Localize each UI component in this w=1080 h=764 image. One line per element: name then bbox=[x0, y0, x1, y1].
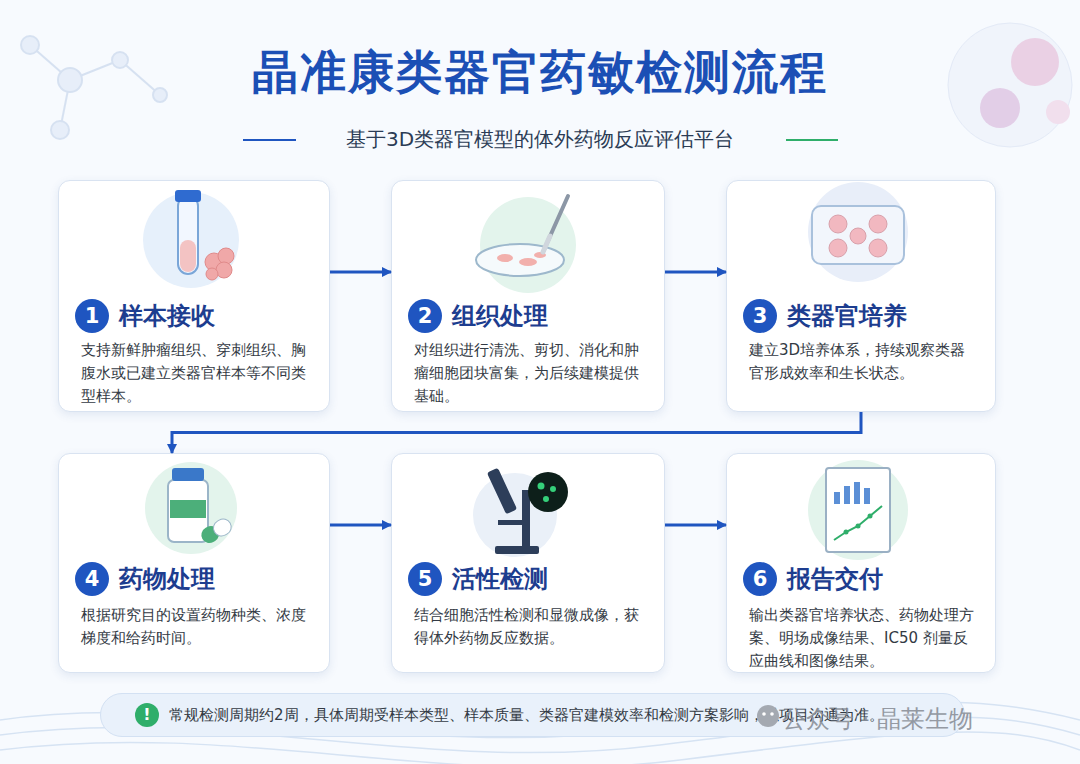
step-heading: 样本接收 bbox=[119, 299, 215, 333]
step-heading: 药物处理 bbox=[119, 562, 215, 596]
step-number-circle: 1 bbox=[75, 299, 109, 333]
step-number: 6 bbox=[743, 562, 777, 596]
process-card: 样本接收支持新鲜肿瘤组织、穿刺组织、胸腹水或已建立类器官样本等不同类型样本。 1 bbox=[58, 180, 330, 412]
flow-arrow bbox=[665, 524, 726, 527]
process-card: 药物处理根据研究目的设置药物种类、浓度梯度和给药时间。 4 bbox=[58, 453, 330, 673]
notice-icon: ! bbox=[135, 703, 159, 727]
step-number-circle: 3 bbox=[743, 299, 777, 333]
step-description: 结合细胞活性检测和显微成像，获得体外药物反应数据。 bbox=[414, 604, 648, 650]
step-number-circle: 4 bbox=[75, 562, 109, 596]
step-number: 2 bbox=[408, 299, 442, 333]
step-description: 建立3D培养体系，持续观察类器官形成效率和生长状态。 bbox=[749, 339, 979, 385]
flow-arrow bbox=[330, 271, 391, 274]
note-text: 常规检测周期约2周，具体周期受样本类型、样本质量、类器官建模效率和检测方案影响，… bbox=[169, 694, 884, 736]
process-card: 报告交付输出类器官培养状态、药物处理方案、明场成像结果、IC50 剂量反应曲线和… bbox=[726, 453, 996, 673]
step-number: 4 bbox=[75, 562, 109, 596]
step-description: 根据研究目的设置药物种类、浓度梯度和给药时间。 bbox=[81, 604, 313, 650]
step-heading: 活性检测 bbox=[452, 562, 548, 596]
watermark-text: 公众号 · 晶莱生物 bbox=[782, 703, 973, 735]
step-number: 3 bbox=[743, 299, 777, 333]
step-description: 对组织进行清洗、剪切、消化和肿瘤细胞团块富集，为后续建模提供基础。 bbox=[414, 339, 648, 408]
step-heading: 报告交付 bbox=[787, 562, 883, 596]
step-number-circle: 6 bbox=[743, 562, 777, 596]
flow-arrow bbox=[330, 524, 391, 527]
step-number: 5 bbox=[408, 562, 442, 596]
process-card: 类器官培养建立3D培养体系，持续观察类器官形成效率和生长状态。 3 bbox=[726, 180, 996, 412]
subtitle-text: 基于3D类器官模型的体外药物反应评估平台 bbox=[300, 126, 780, 153]
process-card: 活性检测结合细胞活性检测和显微成像，获得体外药物反应数据。 5 bbox=[391, 453, 665, 673]
step-description: 输出类器官培养状态、药物处理方案、明场成像结果、IC50 剂量反应曲线和图像结果… bbox=[749, 604, 979, 673]
step-number-circle: 5 bbox=[408, 562, 442, 596]
step-description: 支持新鲜肿瘤组织、穿刺组织、胸腹水或已建立类器官样本等不同类型样本。 bbox=[81, 339, 313, 408]
notice-mark: ! bbox=[135, 703, 159, 727]
step-heading: 类器官培养 bbox=[787, 299, 907, 333]
step-number-circle: 2 bbox=[408, 299, 442, 333]
step-number: 1 bbox=[75, 299, 109, 333]
flow-arrow bbox=[665, 271, 726, 274]
diagram-title: 晶准康类器官药敏检测流程 bbox=[0, 42, 1080, 104]
process-card: 组织处理对组织进行清洗、剪切、消化和肿瘤细胞团块富集，为后续建模提供基础。 2 bbox=[391, 180, 665, 412]
step-heading: 组织处理 bbox=[452, 299, 548, 333]
flow-arrow bbox=[172, 412, 861, 453]
